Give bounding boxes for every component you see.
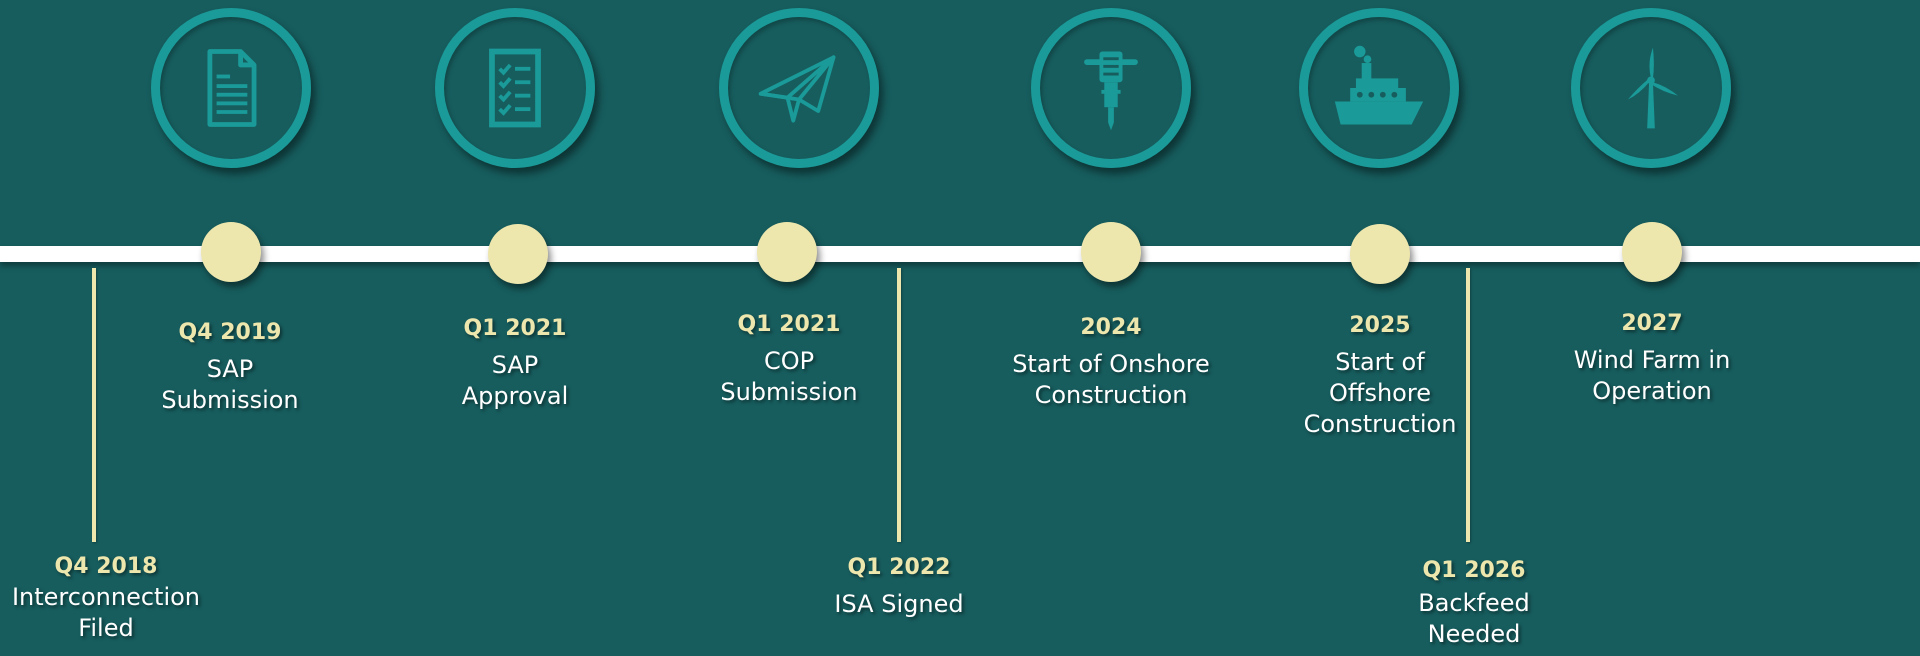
milestone-desc-line: Offshore (1329, 379, 1431, 407)
jackhammer-icon (1084, 51, 1138, 131)
milestone-date: 2025 (1349, 313, 1411, 338)
stem-q4-2018 (92, 268, 96, 542)
timeline-node-q1-2021-approval (488, 224, 548, 284)
paper-plane-icon (758, 55, 836, 123)
milestone-label-backfeed-needed: Q1 2026 Backfeed Needed (1354, 558, 1594, 650)
milestone-desc-line: SAP (491, 351, 539, 379)
checklist-icon (489, 48, 541, 128)
milestone-label-sap-submission: Q4 2019 SAP Submission (110, 320, 350, 416)
milestone-label-onshore-construction: 2024 Start of Onshore Construction (991, 315, 1231, 411)
milestone-desc-line: Start of (1335, 348, 1425, 376)
stem-q1-2022 (897, 268, 901, 542)
timeline-node-q4-2019 (201, 222, 261, 282)
milestone-label-cop-submission: Q1 2021 COP Submission (669, 312, 909, 408)
milestone-label-offshore-construction: 2025 Start of Offshore Construction (1260, 313, 1500, 440)
timeline-node-2027 (1622, 222, 1682, 282)
milestone-date: 2024 (1080, 315, 1142, 340)
milestone-label-interconnection-filed: Q4 2018 Interconnection Filed (0, 554, 226, 644)
timeline-node-2025 (1350, 224, 1410, 284)
milestone-date: Q1 2021 (737, 312, 841, 337)
milestone-desc-line: Construction (1303, 410, 1457, 438)
milestone-desc-line: Start of Onshore (1012, 350, 1210, 378)
wind-turbine-icon (1627, 47, 1678, 129)
milestone-date: Q1 2021 (463, 316, 567, 341)
wind-turbine-icon-ring (1571, 8, 1731, 168)
milestone-date: Q1 2026 (1422, 558, 1526, 583)
milestone-desc-line: COP (763, 347, 815, 375)
ship-icon-ring (1299, 8, 1459, 168)
milestone-desc-line: Operation (1592, 377, 1712, 405)
jackhammer-icon-ring (1031, 8, 1191, 168)
paper-plane-icon-ring (719, 8, 879, 168)
timeline-node-q1-2021-cop (757, 222, 817, 282)
milestone-label-wind-farm-operation: 2027 Wind Farm in Operation (1532, 311, 1772, 407)
timeline-line (0, 246, 1920, 262)
milestone-date: Q4 2018 (54, 554, 158, 579)
milestone-label-isa-signed: Q1 2022 ISA Signed (779, 555, 1019, 620)
milestone-desc-line: Wind Farm in (1573, 346, 1731, 374)
milestone-desc-line: Filed (78, 614, 134, 642)
milestone-desc-line: Submission (161, 386, 299, 414)
milestone-desc-line: ISA Signed (834, 590, 964, 618)
milestone-desc-line: Approval (461, 382, 569, 410)
milestone-label-sap-approval: Q1 2021 SAP Approval (395, 316, 635, 412)
document-icon (207, 49, 257, 127)
milestone-date: 2027 (1621, 311, 1683, 336)
milestone-desc-line: Construction (1034, 381, 1188, 409)
checklist-icon-ring (435, 8, 595, 168)
timeline-node-2024 (1081, 222, 1141, 282)
document-icon-ring (151, 8, 311, 168)
milestone-date: Q4 2019 (178, 320, 282, 345)
milestone-desc-line: Submission (720, 378, 858, 406)
milestone-desc-line: SAP (206, 355, 254, 383)
stem-q1-2026 (1466, 268, 1470, 542)
milestone-desc-line: Backfeed (1418, 589, 1530, 617)
milestone-desc-line: Interconnection (11, 583, 201, 611)
milestone-desc-line: Needed (1427, 620, 1521, 648)
ship-icon (1334, 45, 1424, 125)
milestone-date: Q1 2022 (847, 555, 951, 580)
